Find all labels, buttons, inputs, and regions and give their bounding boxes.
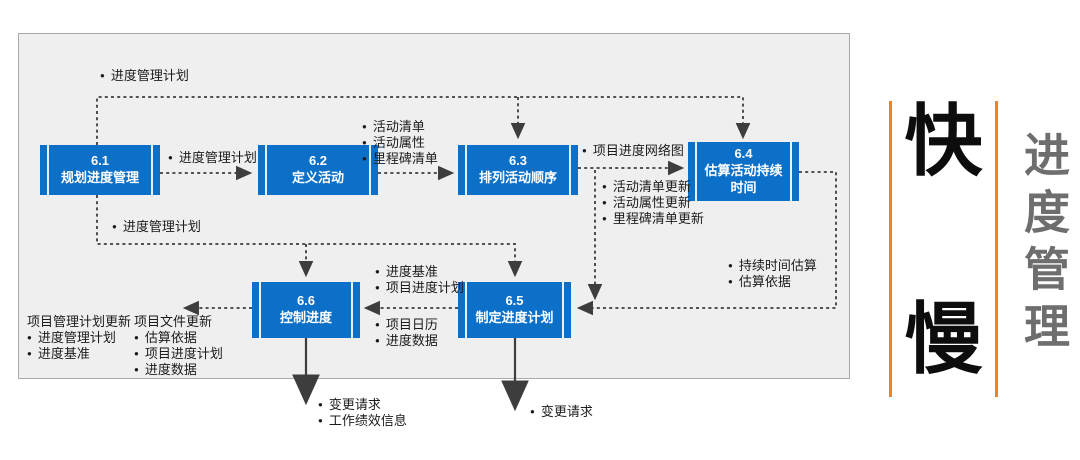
bullet-item: 项目进度计划 <box>134 346 223 362</box>
process-label: 定义活动 <box>291 170 344 185</box>
bullet-item: 项目进度网络图 <box>582 143 684 159</box>
note-between-61-62: 进度管理计划 <box>168 150 257 166</box>
bullet-item: 估算依据 <box>134 330 223 346</box>
bullet-list: 持续时间估算估算依据 <box>728 258 817 290</box>
bullet-item: 工作绩效信息 <box>318 413 407 429</box>
note-62-outputs: 活动清单活动属性里程碑清单 <box>362 119 438 167</box>
bullet-item: 估算依据 <box>728 274 817 290</box>
fast-character: 快 <box>904 97 983 185</box>
bullet-list: 活动清单更新活动属性更新里程碑清单更新 <box>602 179 704 227</box>
note-66-document-updates: 项目文件更新 估算依据项目进度计划进度数据 <box>134 314 223 378</box>
bullet-list: 活动清单活动属性里程碑清单 <box>362 119 438 167</box>
process-label: 控制进度 <box>279 310 332 325</box>
bullet-list: 估算依据项目进度计划进度数据 <box>134 330 223 378</box>
slow-character: 慢 <box>904 295 983 383</box>
bullet-list: 进度管理计划 <box>112 219 201 235</box>
note-64-outputs: 持续时间估算估算依据 <box>728 258 817 290</box>
process-box-6-3: 6.3 排列活动顺序 <box>458 145 578 195</box>
bullet-item: 持续时间估算 <box>728 258 817 274</box>
bullet-list: 项目日历进度数据 <box>375 317 438 349</box>
bullet-item: 进度管理计划 <box>112 219 201 235</box>
bullet-list: 进度基准项目进度计划 <box>375 264 464 296</box>
note-63-network-output: 项目进度网络图 <box>582 143 684 159</box>
bullet-item: 里程碑清单 <box>362 151 438 167</box>
bullet-item: 进度数据 <box>375 333 438 349</box>
process-box-6-1: 6.1 规划进度管理 <box>40 145 160 195</box>
bullet-item: 活动清单 <box>362 119 438 135</box>
note-66-plan-updates: 项目管理计划更新 进度管理计划进度基准 <box>27 314 131 362</box>
process-number: 6.6 <box>296 293 316 309</box>
process-box-6-5: 6.5 制定进度计划 <box>458 282 571 338</box>
note-65-to-66-upper: 进度基准项目进度计划 <box>375 264 464 296</box>
process-number: 6.5 <box>505 293 524 309</box>
process-label: 估算活动持续时间 <box>704 163 783 195</box>
note-66-bottom-outputs: 变更请求工作绩效信息 <box>318 397 407 429</box>
bullet-list: 变更请求 <box>530 404 593 420</box>
bullet-item: 进度管理计划 <box>168 150 257 166</box>
process-number: 6.1 <box>90 153 110 169</box>
note-65-bottom-outputs: 变更请求 <box>530 404 593 420</box>
process-label: 排列活动顺序 <box>478 170 557 185</box>
process-number: 6.4 <box>734 146 753 162</box>
bullet-item: 项目进度计划 <box>375 280 464 296</box>
process-label: 规划进度管理 <box>60 170 139 185</box>
bullet-item: 进度基准 <box>27 346 131 362</box>
note-65-to-66-lower: 项目日历进度数据 <box>375 317 438 349</box>
bullet-item: 进度数据 <box>134 362 223 378</box>
bullet-list: 变更请求工作绩效信息 <box>318 397 407 429</box>
bullet-list: 项目进度网络图 <box>582 143 684 159</box>
bullet-item: 活动属性 <box>362 135 438 151</box>
bullet-list: 进度管理计划 <box>168 150 257 166</box>
bullet-item: 活动清单更新 <box>602 179 704 195</box>
bullet-item: 进度管理计划 <box>27 330 131 346</box>
note-top-plan: 进度管理计划 <box>100 68 189 84</box>
process-label: 制定进度计划 <box>475 310 554 325</box>
bullet-item: 项目日历 <box>375 317 438 333</box>
bullet-item: 里程碑清单更新 <box>602 211 704 227</box>
bullet-list: 进度管理计划进度基准 <box>27 330 131 362</box>
process-box-6-2: 6.2 定义活动 <box>258 145 378 195</box>
accent-rule-right <box>995 101 998 397</box>
process-box-6-6: 6.6 控制进度 <box>252 282 360 338</box>
note-63-updates-outputs: 活动清单更新活动属性更新里程碑清单更新 <box>602 179 704 227</box>
process-number: 6.3 <box>508 153 528 169</box>
bullet-item: 进度基准 <box>375 264 464 280</box>
bullet-item: 变更请求 <box>530 404 593 420</box>
bullet-item: 进度管理计划 <box>100 68 189 84</box>
note-header: 项目文件更新 <box>134 314 213 329</box>
bullet-item: 活动属性更新 <box>602 195 704 211</box>
note-lower-plan: 进度管理计划 <box>112 219 201 235</box>
bullet-list: 进度管理计划 <box>100 68 189 84</box>
note-header: 项目管理计划更新 <box>27 314 132 329</box>
process-box-6-4: 6.4 估算活动持续时间 <box>688 142 799 201</box>
bullet-item: 变更请求 <box>318 397 407 413</box>
accent-rule-left <box>889 101 892 397</box>
process-number: 6.2 <box>308 153 328 169</box>
vertical-title-schedule-management: 进度管理 <box>1018 131 1070 359</box>
